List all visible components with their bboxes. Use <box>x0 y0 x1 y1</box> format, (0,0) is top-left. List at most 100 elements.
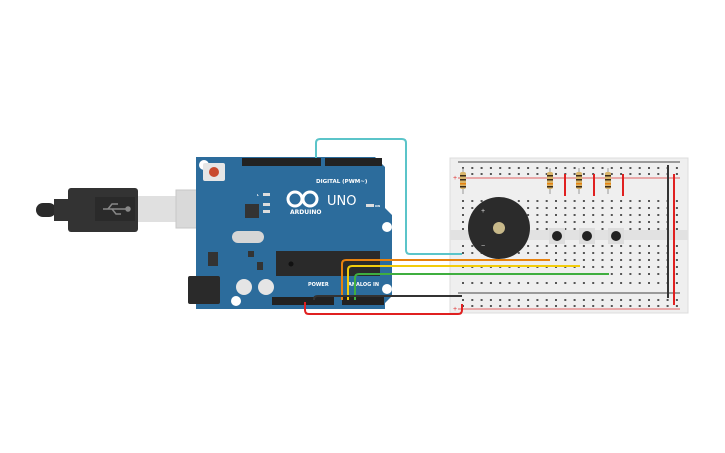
resistor[interactable] <box>576 168 582 194</box>
breadboard-hole <box>592 305 595 307</box>
breadboard-hole <box>657 252 660 254</box>
usb-cable-end <box>36 203 56 217</box>
breadboard-hole <box>675 167 678 169</box>
pushbutton[interactable] <box>549 228 565 244</box>
breadboard-hole <box>564 299 567 301</box>
breadboard-hole <box>564 207 567 209</box>
pushbutton[interactable] <box>608 228 624 244</box>
breadboard-hole <box>638 221 641 223</box>
wire-a2-to-button3[interactable] <box>354 273 609 300</box>
breadboard-hole <box>675 305 678 307</box>
breadboard-hole <box>508 299 511 301</box>
breadboard-hole <box>517 299 520 301</box>
resistors <box>460 168 611 194</box>
piezo-buzzer[interactable]: + − <box>468 197 530 259</box>
breadboard-hole <box>564 282 567 284</box>
wire-5v-to-rail[interactable] <box>304 302 463 315</box>
breadboard-hole <box>527 207 530 209</box>
breadboard-hole <box>610 252 613 254</box>
wire-gnd-to-rail[interactable] <box>313 295 462 300</box>
breadboard-hole <box>564 221 567 223</box>
breadboard-hole <box>555 200 557 202</box>
breadboard-hole <box>648 266 650 268</box>
resistor-band <box>547 179 553 181</box>
board-model: UNO <box>327 194 356 209</box>
wire-pin8-to-buzzer[interactable] <box>315 138 462 255</box>
breadboard-hole <box>592 299 595 301</box>
chip-notch <box>288 261 294 267</box>
breadboard-hole <box>462 214 464 216</box>
breadboard-hole <box>573 173 576 175</box>
voltage-regulator <box>208 252 218 266</box>
breadboard-hole <box>564 305 567 307</box>
breadboard-hole <box>582 305 585 307</box>
breadboard-hole <box>629 214 632 216</box>
breadboard-hole <box>536 214 539 216</box>
breadboard-hole <box>657 228 660 230</box>
breadboard-hole <box>629 273 632 275</box>
breadboard-hole <box>573 167 576 169</box>
breadboard-hole <box>527 167 530 169</box>
breadboard-hole <box>675 214 678 216</box>
breadboard-hole <box>555 167 557 169</box>
breadboard-hole <box>471 282 474 284</box>
breadboard-hole <box>675 282 678 284</box>
analog-header[interactable] <box>342 297 384 305</box>
breadboard-hole <box>629 167 632 169</box>
breadboard-hole <box>555 245 557 247</box>
breadboard-hole <box>480 299 483 301</box>
breadboard-hole <box>648 167 650 169</box>
resistor[interactable] <box>605 168 611 194</box>
arduino-board[interactable]: DIGITAL (PWM~) ARDUINO UNO L TX RX ON PO… <box>188 157 392 309</box>
wire-a0-to-button1[interactable] <box>341 259 550 300</box>
breadboard-hole <box>573 207 576 209</box>
pushbutton[interactable] <box>579 228 595 244</box>
breadboard-hole <box>648 221 650 223</box>
breadboard-hole <box>610 245 613 247</box>
breadboard-hole <box>620 259 623 261</box>
breadboard-hole <box>648 259 650 261</box>
breadboard-hole <box>573 214 576 216</box>
breadboard-hole <box>638 252 641 254</box>
breadboard-hole <box>480 305 483 307</box>
buzzer-minus-label: − <box>481 243 485 250</box>
breadboard-hole <box>555 221 557 223</box>
breadboard-hole <box>582 259 585 261</box>
breadboard-hole <box>555 252 557 254</box>
breadboard-hole <box>573 245 576 247</box>
breadboard-hole <box>555 214 557 216</box>
digital-header-right[interactable] <box>325 158 382 166</box>
breadboard-hole <box>601 282 604 284</box>
power-header[interactable] <box>272 297 334 305</box>
breadboard-hole <box>592 259 595 261</box>
breadboard-hole <box>582 167 585 169</box>
breadboard-hole <box>573 252 576 254</box>
breadboard-hole <box>620 273 623 275</box>
breadboard-hole <box>629 282 632 284</box>
wire-a1-to-button2[interactable] <box>347 265 580 300</box>
breadboard-hole <box>582 245 585 247</box>
resistor-band <box>460 179 466 181</box>
breadboard-hole <box>657 221 660 223</box>
breadboard-hole <box>610 221 613 223</box>
breadboard-hole <box>564 167 567 169</box>
breadboard-hole <box>629 305 632 307</box>
usb-cable[interactable] <box>36 188 203 232</box>
breadboard-hole <box>629 173 632 175</box>
breadboard-hole <box>527 173 530 175</box>
power-jack[interactable] <box>188 276 220 304</box>
breadboard-hole <box>573 228 576 230</box>
mount-hole <box>382 222 392 232</box>
resistor[interactable] <box>547 168 553 194</box>
breadboard-hole <box>592 245 595 247</box>
breadboard-hole <box>601 245 604 247</box>
digital-header-left[interactable] <box>242 158 321 166</box>
breadboard-hole <box>657 214 660 216</box>
resistor[interactable] <box>460 168 466 194</box>
breadboard-hole <box>601 221 604 223</box>
breadboard-hole <box>648 173 650 175</box>
breadboard-hole <box>480 282 483 284</box>
breadboard-hole <box>527 282 530 284</box>
resistor-band <box>576 186 582 188</box>
breadboard-hole <box>555 305 557 307</box>
